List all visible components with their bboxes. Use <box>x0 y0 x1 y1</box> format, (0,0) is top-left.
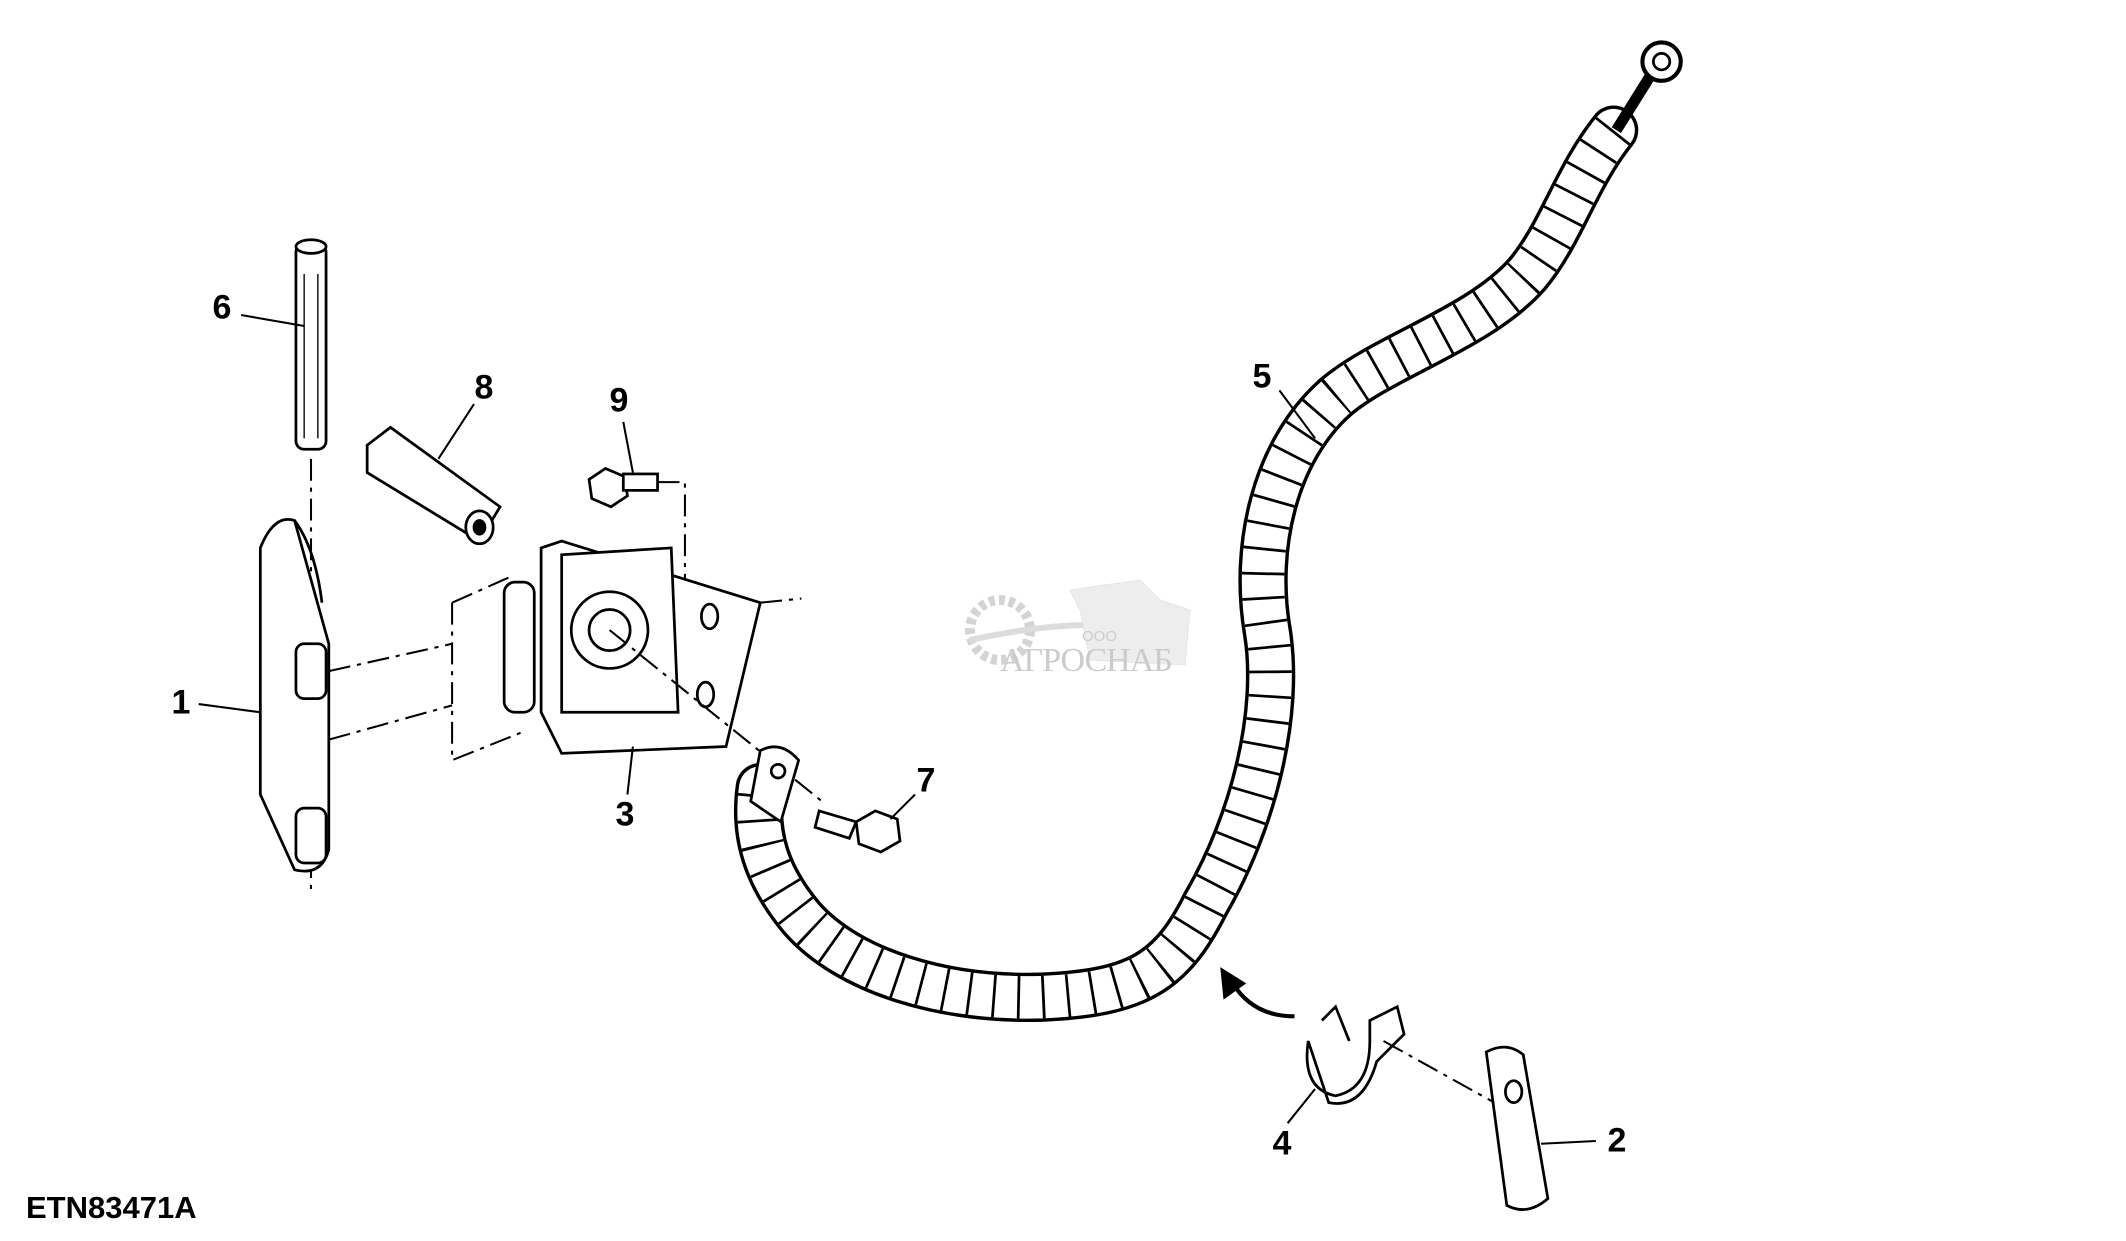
arrow-head-icon <box>1220 967 1247 1000</box>
ground-cable-part <box>733 40 1683 1023</box>
spacer-part <box>365 425 502 546</box>
callout-5: 5 <box>1252 357 1272 396</box>
callout-2: 2 <box>1607 1121 1627 1160</box>
callout-4: 4 <box>1272 1124 1292 1163</box>
leader-lines <box>198 314 1596 1145</box>
bolt-part <box>813 809 902 854</box>
plate-part <box>1484 1045 1550 1211</box>
bracket-part <box>258 518 331 873</box>
mounting-bracket-part <box>328 539 823 803</box>
callout-3: 3 <box>615 795 635 834</box>
watermark-logo: ООО АГРОСНАБ <box>960 570 1200 680</box>
callout-7: 7 <box>916 761 936 800</box>
callout-8: 8 <box>474 368 494 407</box>
callout-6: 6 <box>212 288 232 327</box>
callout-9: 9 <box>609 381 629 420</box>
watermark-name: АГРОСНАБ <box>1000 642 1173 679</box>
gear-combine-icon <box>965 579 1191 666</box>
callout-1: 1 <box>171 683 191 722</box>
watermark-prefix: ООО <box>1082 628 1118 645</box>
arrow-icon <box>1231 982 1295 1019</box>
clip-part <box>1305 1004 1508 1111</box>
figure-id: ETN83471A <box>26 1190 197 1225</box>
